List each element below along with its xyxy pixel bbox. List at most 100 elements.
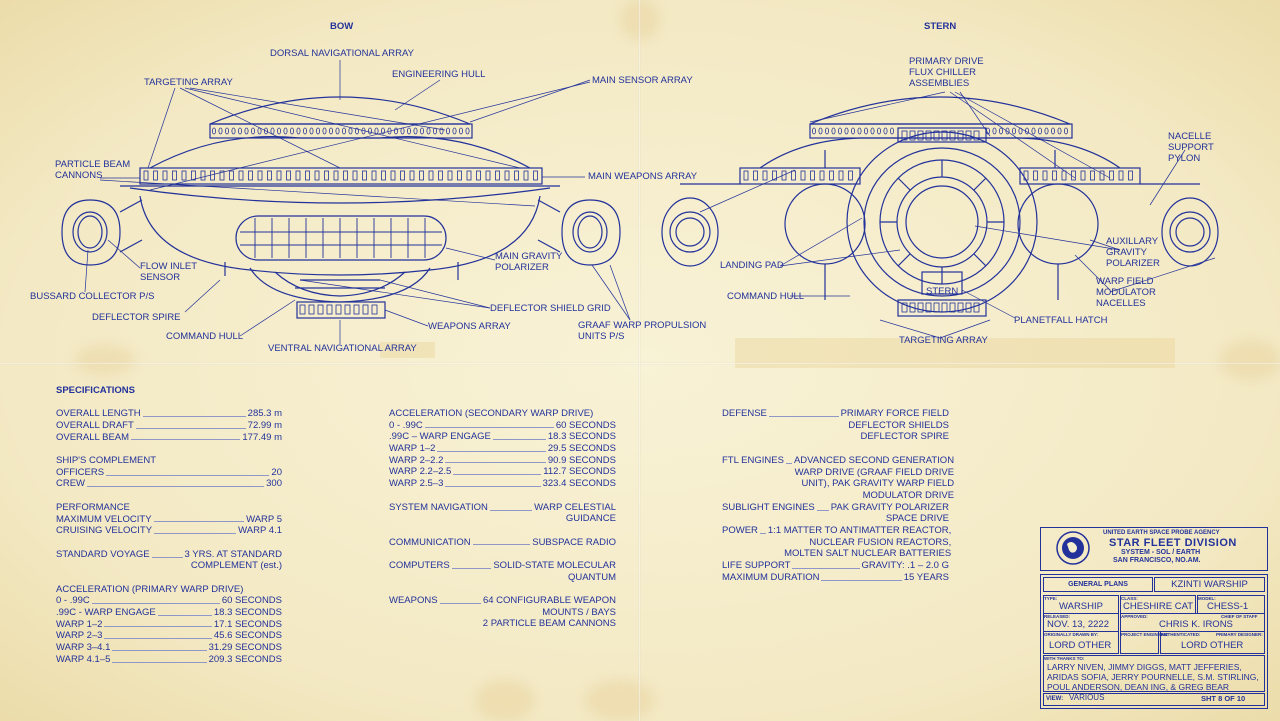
hull-port [263, 127, 268, 135]
label-engineering-hull: ENGINEERING HULL [392, 69, 486, 80]
hull-slot [181, 170, 187, 181]
spec-key: WARP 2.2–2.5 [389, 466, 452, 478]
hull-slot [965, 302, 972, 313]
hull-port [890, 127, 895, 135]
hull-slot [973, 302, 980, 313]
hull-slot [343, 170, 348, 181]
designer-cell [1160, 631, 1265, 654]
hull-port [986, 127, 991, 135]
spec-key: 0 - .99C [389, 419, 423, 431]
spec-value: 323.4 SECONDS [542, 478, 616, 490]
spec-value: WARP 4.1 [238, 525, 282, 537]
label-targeting-array: TARGETING ARRAY [144, 77, 233, 88]
leader-dots [112, 661, 207, 663]
leader-dots [154, 532, 237, 534]
label-deflector-shield-grid: DEFLECTOR SHIELD GRID [490, 303, 611, 314]
bow-view-drawing [61, 60, 631, 344]
hull-slot [743, 170, 749, 181]
spec-value: 285.3 m [247, 408, 282, 420]
hull-slot [299, 304, 306, 315]
label-weapons-array: WEAPONS ARRAY [428, 321, 511, 332]
hull-port [296, 127, 301, 135]
thanks-text: LARRY NIVEN, JIMMY DIGGS, MATT JEFFERIES… [1047, 662, 1259, 692]
hull-port [1012, 127, 1017, 135]
hull-port [870, 127, 875, 135]
label-ventral-nav-array: VENTRAL NAVIGATIONAL ARRAY [268, 343, 417, 354]
label-warp-field-modulator: WARP FIELD MODULATOR NACELLES [1096, 276, 1156, 309]
drawn-value: LORD OTHER [1049, 640, 1112, 651]
leader-dots [104, 626, 212, 628]
hull-slot [400, 170, 405, 181]
view-cell [1043, 693, 1265, 706]
hull-slot [371, 170, 377, 181]
thanks-label: WITH THANKS TO: [1044, 656, 1085, 661]
hull-slot [476, 170, 481, 181]
spec-key: FTL ENGINES [722, 454, 784, 466]
gravity-polarizer-grid [240, 218, 442, 258]
hull-slot [409, 170, 415, 181]
spec-key: OFFICERS [56, 466, 105, 478]
hull-port [1031, 127, 1036, 135]
designer-label: PRIMARY DESIGNER: [1216, 632, 1263, 637]
spec-value: 300 [266, 478, 282, 490]
hull-port [315, 127, 320, 135]
hull-slot [753, 170, 758, 181]
drawn-cell [1043, 631, 1119, 654]
division-name: STAR FLEET DIVISION [1109, 537, 1237, 549]
hull-port [812, 127, 817, 135]
approved-value: CHRIS K. IRONS [1159, 619, 1233, 630]
label-command-hull-stern: COMMAND HULL [727, 291, 805, 302]
label-main-sensor-array: MAIN SENSOR ARRAY [592, 75, 693, 86]
hull-port [218, 127, 223, 135]
hull-slot [495, 170, 500, 181]
hull-slot [308, 304, 315, 315]
label-targeting-array-stern: TARGETING ARRAY [899, 335, 988, 346]
spec-key: WARP 1–2 [56, 618, 103, 630]
spec-gap [389, 583, 616, 595]
hull-port [341, 127, 346, 135]
hull-port [335, 127, 340, 135]
spec-value: 3 YRS. AT STANDARD COMPLEMENT (est.) [184, 548, 283, 572]
hull-slot [762, 170, 768, 181]
spec-section-title: SHIP'S COMPLEMENT [56, 455, 156, 467]
designer-value: LORD OTHER [1181, 640, 1244, 651]
hull-port [361, 127, 366, 135]
leader-dots [759, 525, 766, 535]
spec-value: 15 YEARS [903, 571, 949, 583]
hull-slot [267, 170, 272, 181]
hull-port [426, 127, 431, 135]
location-name: SAN FRANCISCO, NO.AM. [1113, 557, 1201, 564]
spec-gap [56, 443, 282, 455]
hull-slot [791, 170, 796, 181]
hull-slot [219, 170, 225, 181]
hull-slot [917, 130, 924, 141]
ship-title: KZINTI WARSHIP [1154, 577, 1265, 592]
leader-dots [437, 450, 546, 452]
spec-gap [56, 537, 282, 549]
label-deflector-spire: DEFLECTOR SPIRE [92, 312, 181, 323]
label-bussard-collector: BUSSARD COLLECTOR P/S [30, 291, 155, 302]
hull-port [211, 127, 216, 135]
leader-dots [472, 544, 531, 546]
hull-slot [419, 170, 424, 181]
hull-port [1064, 127, 1069, 135]
hull-port [439, 127, 444, 135]
spec-key: STANDARD VOYAGE [56, 548, 150, 560]
hull-port [999, 127, 1004, 135]
hull-slot [901, 302, 908, 313]
view-value: VARIOUS [1069, 693, 1105, 702]
hull-port [270, 127, 275, 135]
label-nacelle-support-pylon: NACELLE SUPPORT PYLON [1168, 131, 1214, 164]
hull-slot [257, 170, 263, 181]
hull-slot [438, 170, 443, 181]
